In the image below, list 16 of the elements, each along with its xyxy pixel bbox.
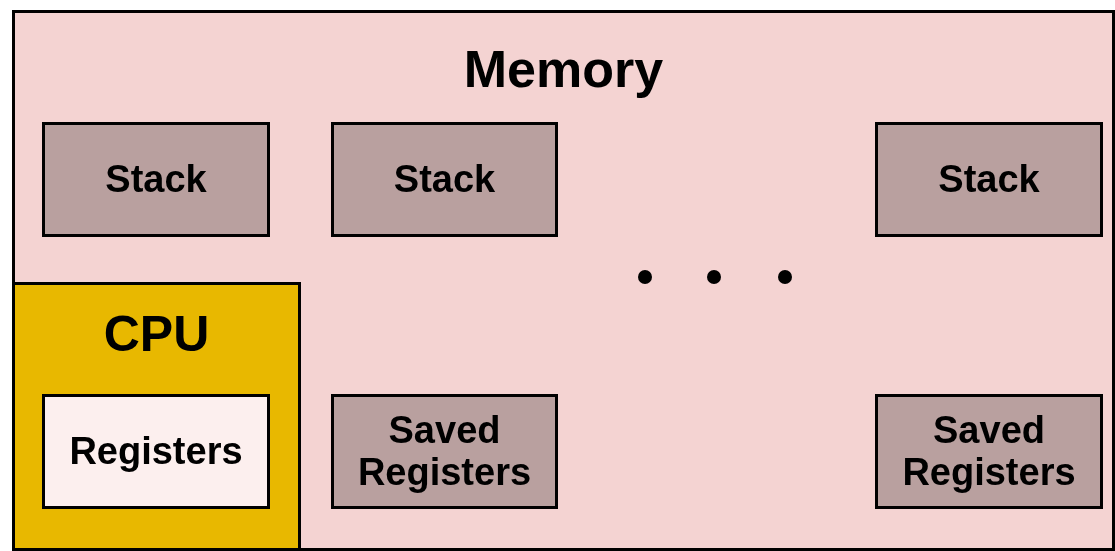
memory-heading: Memory — [462, 41, 665, 99]
cpu-heading: CPU — [102, 307, 211, 362]
stack-label: Stack — [393, 158, 496, 201]
saved-registers-label: Saved Registers — [901, 409, 1077, 494]
saved-registers-block — [875, 394, 1103, 509]
saved-registers-block — [331, 394, 558, 509]
registers-label: Registers — [69, 430, 243, 473]
stack-block — [875, 122, 1103, 237]
memory-region — [12, 10, 1115, 551]
registers-block — [42, 394, 270, 509]
saved-registers-label: Saved Registers — [356, 409, 533, 494]
stack-block — [331, 122, 558, 237]
stack-label: Stack — [105, 158, 207, 201]
cpu-block — [12, 282, 301, 551]
stack-label: Stack — [938, 158, 1040, 201]
stack-block — [42, 122, 270, 237]
